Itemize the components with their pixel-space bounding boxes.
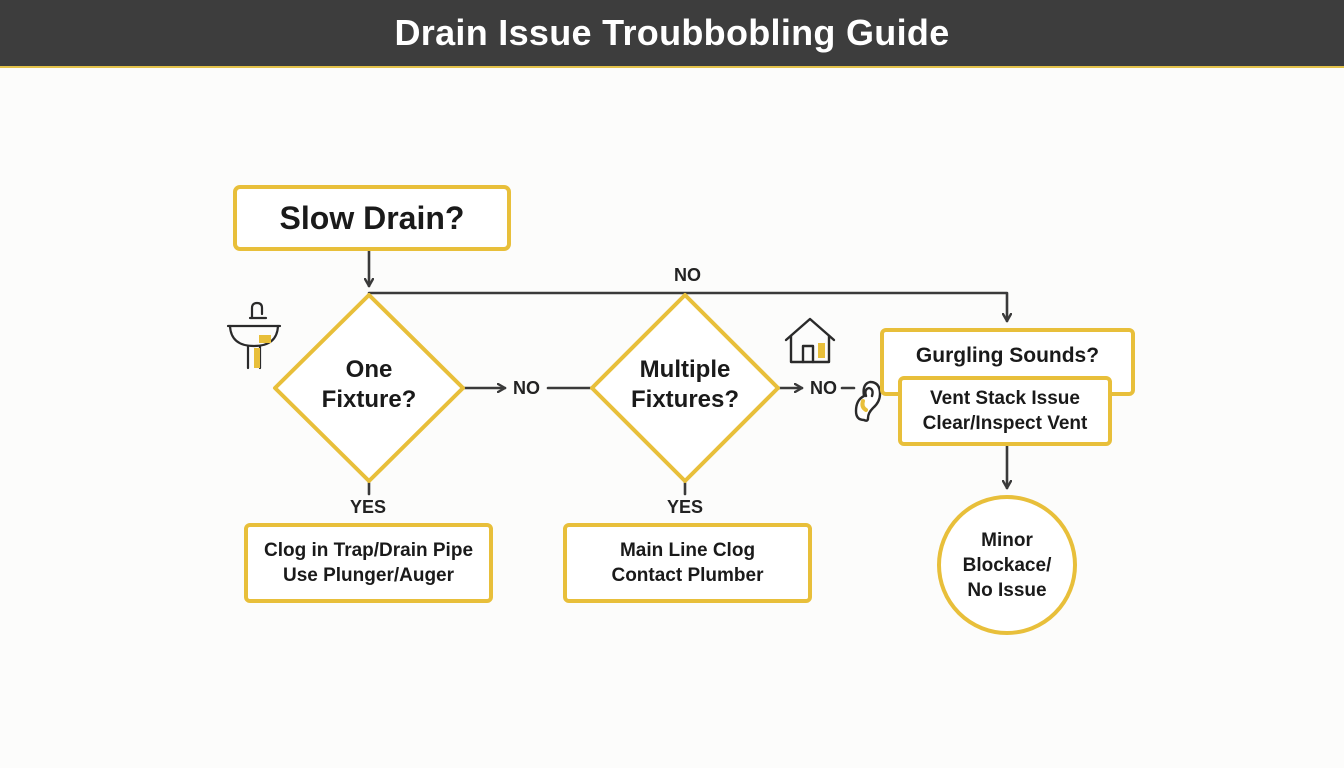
result-main-line-line2: Contact Plumber: [611, 565, 764, 586]
edge-label-no-multiple-to-gurgle: NO: [810, 378, 837, 398]
edge-label-no-one-to-multiple: NO: [513, 378, 540, 398]
connectors: [367, 249, 1007, 496]
result-minor-line1: Minor: [981, 530, 1033, 551]
house-icon: [784, 317, 836, 364]
edge-label-no-top: NO: [674, 265, 701, 285]
start-node-slow-drain: Slow Drain?: [233, 185, 511, 251]
edge-no-top-line: [367, 291, 1007, 323]
edge-label-yes-multiple: YES: [667, 497, 704, 517]
decision-multiple-fixtures-line1: Multiple: [639, 356, 731, 383]
result-minor-blockage-label: Minor Blockace/ No Issue: [937, 528, 1077, 603]
decision-multiple-fixtures-shape: [590, 293, 780, 483]
result-minor-line3: No Issue: [967, 580, 1047, 601]
result-main-line-clog: Main Line Clog Contact Plumber: [563, 523, 812, 603]
result-main-line-line1: Main Line Clog: [619, 540, 756, 561]
decision-multiple-fixtures-line2: Fixtures?: [630, 386, 740, 413]
decision-one-fixture-line1: One: [345, 356, 393, 383]
page-title: Drain Issue Troubbobling Guide: [394, 12, 950, 53]
ear-icon: [854, 380, 882, 422]
start-node-label: Slow Drain?: [279, 199, 465, 236]
decision-one-fixture-line2: Fixture?: [321, 386, 417, 413]
result-vent-stack-line2: Clear/Inspect Vent: [922, 413, 1088, 434]
result-clog-in-trap: Clog in Trap/Drain Pipe Use Plunger/Auge…: [244, 523, 493, 603]
result-minor-line2: Blockace/: [962, 555, 1052, 576]
sink-icon: [226, 301, 282, 370]
result-vent-stack-line1: Vent Stack Issue: [930, 388, 1080, 409]
edge-label-yes-one: YES: [350, 497, 387, 517]
decision-one-fixture-label: One Fixture?: [289, 355, 449, 415]
minor-blockage-circle: [937, 495, 1077, 635]
decision-multiple-fixtures-label: Multiple Fixtures?: [600, 355, 770, 415]
decision-one-fixture-shape: [273, 293, 465, 483]
result-vent-stack-issue: Vent Stack Issue Clear/Inspect Vent: [898, 376, 1112, 446]
title-bar: Drain Issue Troubbobling Guide: [0, 0, 1344, 68]
result-clog-line1: Clog in Trap/Drain Pipe: [263, 540, 474, 561]
result-clog-line2: Use Plunger/Auger: [282, 565, 455, 586]
decision-gurgling-label: Gurgling Sounds?: [915, 344, 1100, 367]
